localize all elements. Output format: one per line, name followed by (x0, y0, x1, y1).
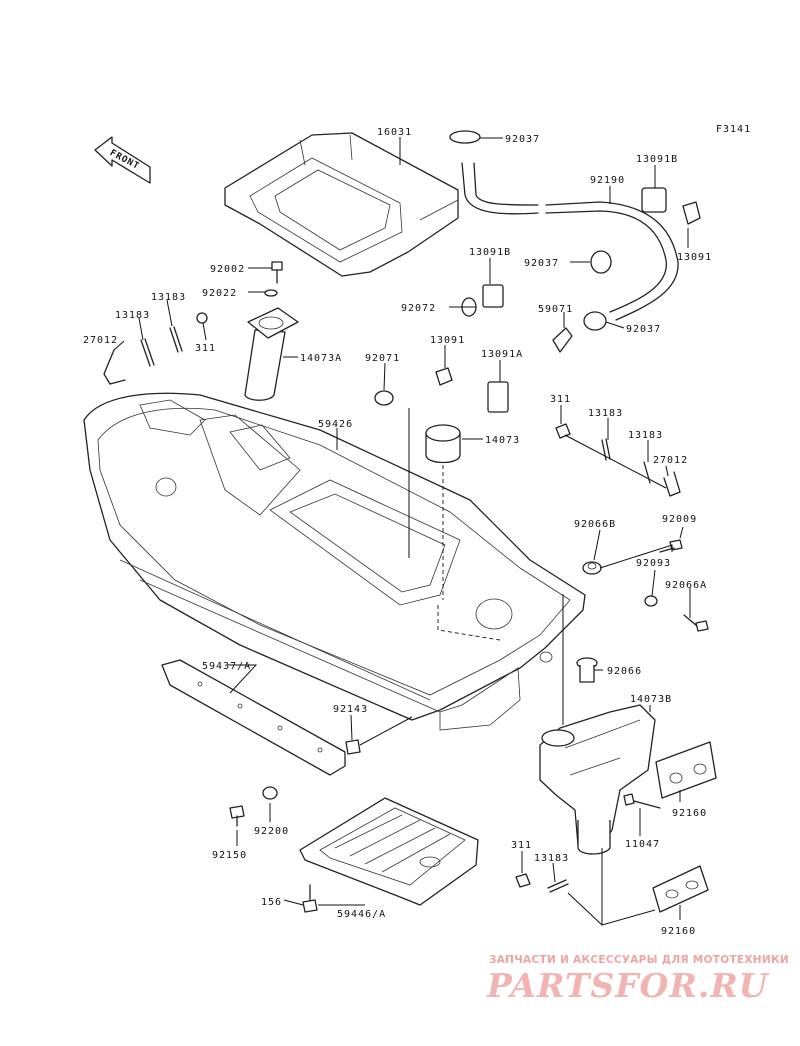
nut-311-right (555, 423, 571, 439)
callout-13091: 13091 (677, 252, 712, 263)
rail-59437a (161, 659, 346, 776)
part-16031-tray (224, 132, 459, 277)
washer-92022 (264, 289, 278, 297)
callout-59446a: 59446/A (337, 909, 386, 920)
callout-311: 311 (511, 840, 532, 851)
callout-92143: 92143 (333, 704, 368, 715)
callout-27012: 27012 (653, 455, 688, 466)
leader-14073-dashed-2 (437, 605, 501, 641)
washer-92200 (262, 786, 278, 800)
callout-92022: 92022 (202, 288, 237, 299)
leader-92066b (599, 544, 673, 569)
watermark-logo: PARTSFOR.RU (487, 966, 769, 1005)
pad-13091b-mid (482, 284, 504, 308)
callout-16031: 16031 (377, 127, 412, 138)
callout-92066b: 92066B (574, 519, 616, 530)
bolt-11047 (623, 793, 661, 809)
callout-92072: 92072 (401, 303, 436, 314)
watermark-tagline: ЗАПЧАСТИ И АКСЕССУАРЫ ДЛЯ МОТОТЕХНИКИ (489, 954, 789, 966)
duct-14073 (425, 424, 461, 464)
bolt-92002 (271, 261, 283, 284)
grate-59446a (299, 797, 479, 906)
callout-13091a: 13091A (481, 349, 523, 360)
hose-92190 (461, 162, 679, 321)
callout-92190: 92190 (590, 175, 625, 186)
callout-11047: 11047 (625, 839, 660, 850)
nut-311-lower (515, 873, 531, 888)
hull-59426 (83, 392, 586, 731)
callout-92009: 92009 (662, 514, 697, 525)
callout-92037: 92037 (524, 258, 559, 269)
callout-14073b: 14073B (630, 694, 672, 705)
callout-92093: 92093 (636, 558, 671, 569)
callout-92037: 92037 (505, 134, 540, 145)
callout-92002: 92002 (210, 264, 245, 275)
callout-13091b: 13091B (469, 247, 511, 258)
callout-13183: 13183 (534, 853, 569, 864)
callout-13183: 13183 (628, 430, 663, 441)
callout-59426: 59426 (318, 419, 353, 430)
callout-92150: 92150 (212, 850, 247, 861)
callout-13183: 13183 (151, 292, 186, 303)
callout-311: 311 (195, 343, 216, 354)
clamp-92037-lower (583, 311, 607, 331)
pad-13091b-top (641, 187, 667, 213)
grommet-92066 (576, 657, 598, 683)
figure-code: F3141 (716, 124, 751, 135)
leader-lower-hardware (567, 892, 603, 926)
leader-lines (113, 137, 691, 920)
washer-92093 (644, 595, 658, 607)
bolt-92066a (683, 614, 709, 632)
block-13091a (487, 381, 509, 413)
callout-59437a: 59437/A (202, 661, 251, 672)
callout-92037: 92037 (626, 324, 661, 335)
callout-92160: 92160 (661, 926, 696, 937)
callout-14073a: 14073A (300, 353, 342, 364)
gasket-92160-lower (652, 865, 709, 913)
callout-156: 156 (261, 897, 282, 908)
callout-92071: 92071 (365, 353, 400, 364)
bolt-156 (302, 884, 318, 913)
pin-13183-right-b (643, 461, 651, 484)
fitting-59071 (552, 327, 573, 353)
pipe-14073a (244, 307, 299, 401)
front-arrow-icon: FRONT (94, 136, 151, 184)
callout-13091b: 13091B (636, 154, 678, 165)
pad-13091-mid (435, 367, 453, 386)
callout-13183: 13183 (115, 310, 150, 321)
part-callouts: 16031 92037 13091B 92190 13091 13091B 92… (83, 127, 712, 937)
grommet-92071 (374, 390, 394, 406)
callout-92200: 92200 (254, 826, 289, 837)
callout-92160: 92160 (672, 808, 707, 819)
callout-14073: 14073 (485, 435, 520, 446)
pin-13183-left-a (169, 326, 183, 353)
callout-92066: 92066 (607, 666, 642, 677)
pin-13183-left-b (140, 338, 155, 367)
screw-92009 (659, 539, 683, 553)
clamp-92037-mid (590, 250, 612, 274)
pad-13091-top (682, 201, 701, 225)
bolt-92150 (229, 805, 245, 827)
clamp-92037-top (449, 130, 481, 144)
callout-311: 311 (550, 394, 571, 405)
callout-13183: 13183 (588, 408, 623, 419)
pin-13183-lower (547, 879, 569, 893)
nut-311-left (196, 312, 208, 324)
callout-27012: 27012 (83, 335, 118, 346)
leader-92160-lower (601, 848, 656, 926)
gasket-92160-upper (655, 741, 717, 799)
waterbox-14073b (539, 704, 656, 855)
clip-27012-left (103, 349, 126, 385)
callout-92066a: 92066A (665, 580, 707, 591)
grommet-92066b (582, 561, 602, 575)
plug-92143 (345, 739, 361, 755)
callout-13091: 13091 (430, 335, 465, 346)
callout-59071: 59071 (538, 304, 573, 315)
leader-right-hardware (564, 434, 667, 489)
clip-27012-right (663, 471, 681, 497)
